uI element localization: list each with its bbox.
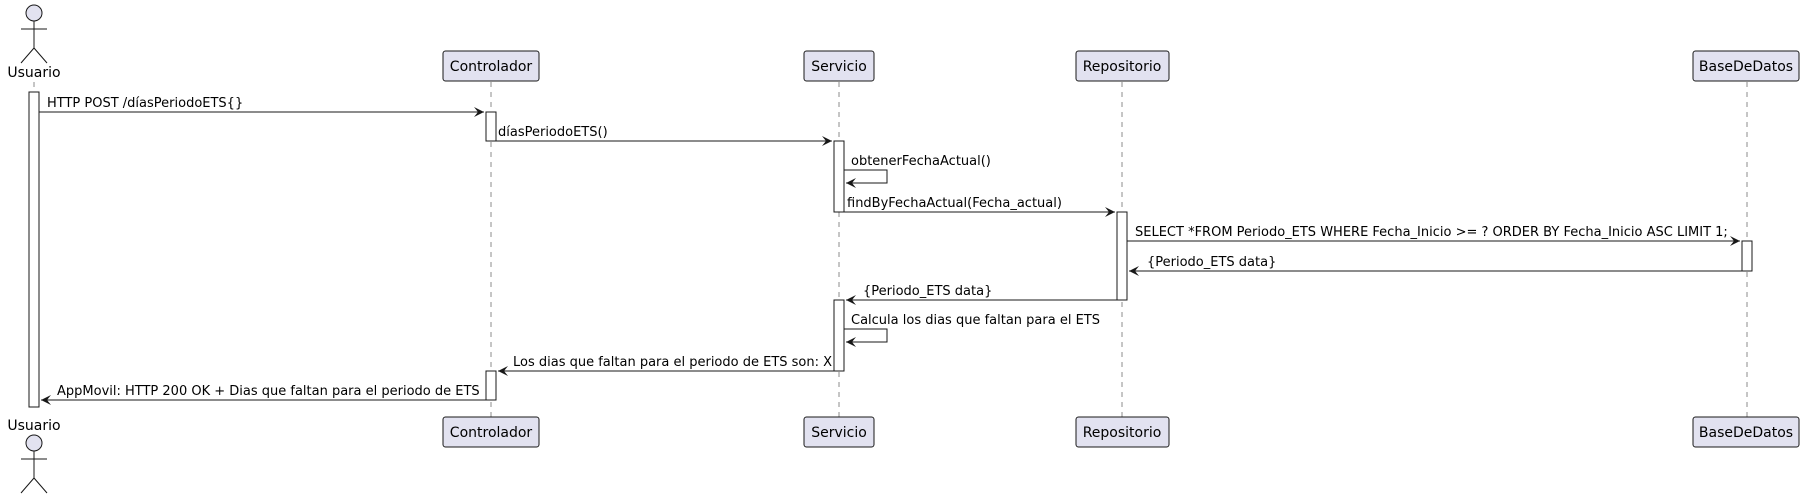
actor-body-icon bbox=[20, 21, 48, 64]
actor-body-icon bbox=[20, 451, 48, 494]
actor-head-icon bbox=[25, 434, 43, 452]
participant-basededatos-top: BaseDeDatos bbox=[1692, 50, 1800, 82]
participant-label: Usuario bbox=[7, 65, 60, 81]
participant-label: BaseDeDatos bbox=[1699, 59, 1793, 75]
message-label: {Periodo_ETS data} bbox=[863, 284, 992, 299]
message-label: Calcula los dias que faltan para el ETS bbox=[851, 313, 1100, 328]
message-5: SELECT *FROM Periodo_ETS WHERE Fecha_Ini… bbox=[1127, 225, 1740, 246]
message-3-self: obtenerFechaActual() bbox=[844, 154, 991, 188]
message-label: AppMovil: HTTP 200 OK + Dias que faltan … bbox=[57, 384, 480, 399]
message-7-return: {Periodo_ETS data} bbox=[846, 284, 1117, 305]
participant-label: BaseDeDatos bbox=[1699, 425, 1793, 441]
message-label: obtenerFechaActual() bbox=[851, 154, 991, 169]
message-label: Los dias que faltan para el periodo de E… bbox=[513, 355, 832, 370]
actor-usuario-bottom: Usuario bbox=[7, 418, 61, 494]
message-9-return: Los dias que faltan para el periodo de E… bbox=[498, 355, 834, 376]
participant-controlador-bottom: Controlador bbox=[442, 416, 540, 448]
activation-basededatos bbox=[1741, 240, 1753, 272]
participant-label: Controlador bbox=[450, 59, 533, 75]
activation-controlador-1 bbox=[485, 111, 497, 142]
message-label: SELECT *FROM Periodo_ETS WHERE Fecha_Ini… bbox=[1135, 225, 1728, 240]
message-label: {Periodo_ETS data} bbox=[1147, 255, 1276, 270]
participant-label: Controlador bbox=[450, 425, 533, 441]
participant-servicio-top: Servicio bbox=[803, 50, 875, 82]
message-8-self: Calcula los dias que faltan para el ETS bbox=[844, 313, 1100, 347]
participant-label: Servicio bbox=[811, 425, 867, 441]
message-4: findByFechaActual(Fecha_actual) bbox=[844, 196, 1115, 217]
message-2: díasPeriodoETS() bbox=[496, 125, 832, 146]
message-label: findByFechaActual(Fecha_actual) bbox=[847, 196, 1062, 211]
message-6-return: {Periodo_ETS data} bbox=[1129, 255, 1742, 276]
actor-usuario-top: Usuario bbox=[7, 4, 61, 81]
activation-servicio-2 bbox=[833, 299, 845, 372]
message-10-return: AppMovil: HTTP 200 OK + Dias que faltan … bbox=[41, 384, 486, 405]
participant-label: Servicio bbox=[811, 59, 867, 75]
activation-repositorio bbox=[1116, 211, 1128, 301]
message-1: HTTP POST /díasPeriodoETS{} bbox=[39, 96, 484, 117]
message-label: HTTP POST /díasPeriodoETS{} bbox=[47, 96, 243, 111]
participant-servicio-bottom: Servicio bbox=[803, 416, 875, 448]
activation-usuario bbox=[28, 91, 40, 408]
actor-head-icon bbox=[25, 4, 43, 22]
participant-controlador-top: Controlador bbox=[442, 50, 540, 82]
message-label: díasPeriodoETS() bbox=[498, 125, 608, 140]
participant-repositorio-top: Repositorio bbox=[1075, 50, 1170, 82]
participant-label: Repositorio bbox=[1083, 59, 1162, 75]
activation-servicio-1 bbox=[833, 140, 845, 213]
participant-basededatos-bottom: BaseDeDatos bbox=[1692, 416, 1800, 448]
participant-repositorio-bottom: Repositorio bbox=[1075, 416, 1170, 448]
activation-controlador-2 bbox=[485, 370, 497, 401]
participant-label: Usuario bbox=[7, 418, 60, 434]
participant-label: Repositorio bbox=[1083, 425, 1162, 441]
